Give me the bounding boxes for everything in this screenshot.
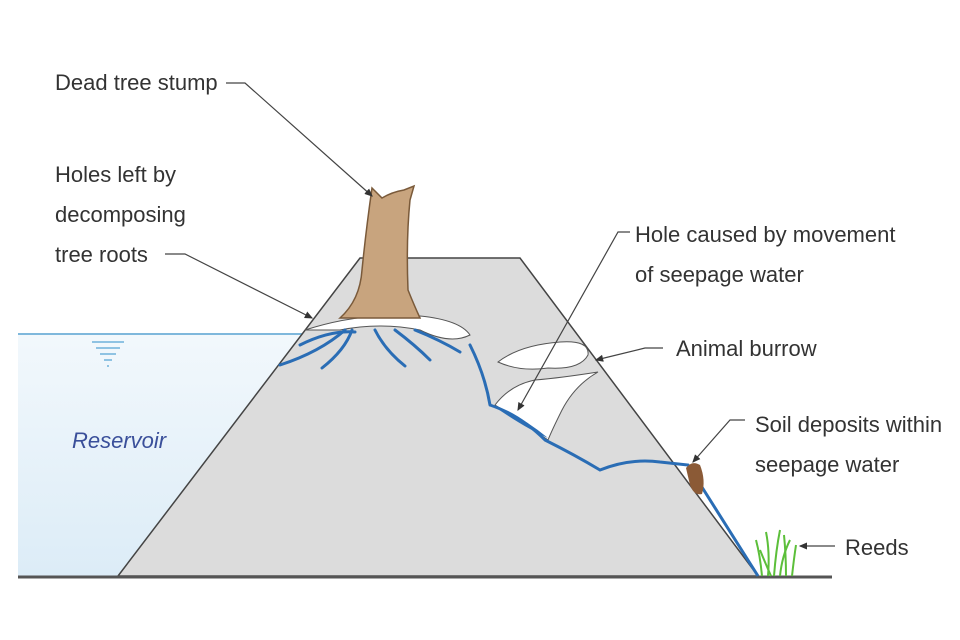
label-reeds: Reeds [845,535,909,560]
label-holes-line-2: decomposing [55,202,186,227]
label-soil-line-1: Soil deposits within [755,412,942,437]
seepage-pool [492,405,548,438]
reeds-icon [755,529,797,577]
label-animal-burrow: Animal burrow [676,336,817,361]
leader-root-holes [165,253,314,319]
decomposed-roots [278,328,492,407]
label-holes-line-3: tree roots [55,242,148,267]
dead-tree-stump [338,184,422,319]
water-level-icon [92,341,124,367]
leader-stump [226,82,373,197]
leader-soil [692,419,745,463]
leader-seepage-hole [517,231,630,412]
reservoir-water [18,334,302,576]
leader-burrow [594,347,663,362]
reservoir-label: Reservoir [72,428,168,453]
label-soil-line-2: seepage water [755,452,899,477]
label-hole-seepage-line-1: Hole caused by movement [635,222,895,247]
soil-deposit [686,463,704,495]
label-hole-seepage-line-2: of seepage water [635,262,804,287]
label-holes-line-1: Holes left by [55,162,176,187]
animal-burrow [497,341,589,370]
label-dead-tree-stump: Dead tree stump [55,70,218,95]
